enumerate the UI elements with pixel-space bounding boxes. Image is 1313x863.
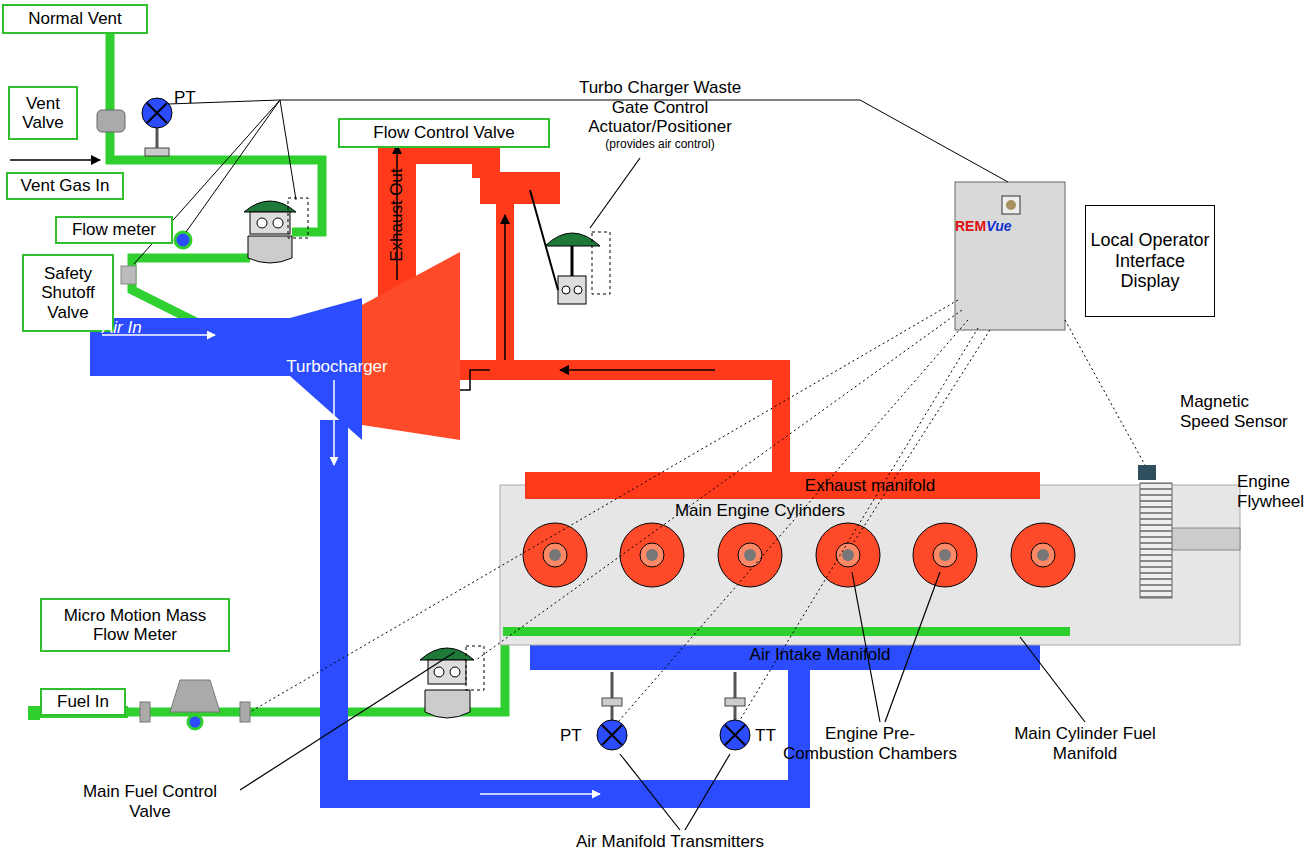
node-text: Flow meter (72, 220, 156, 239)
label-box: Normal Vent (2, 4, 148, 34)
node-text: Vent Valve (14, 94, 72, 132)
node-text: Air In (102, 318, 142, 338)
node-text: Micro Motion Mass Flow Meter (46, 606, 224, 644)
node-text: Normal Vent (28, 9, 122, 28)
callout-label: Turbo Charger Waste Gate Control Actuato… (560, 78, 760, 137)
callout-label: Magnetic Speed Sensor (1180, 392, 1290, 431)
node-text: REM (955, 218, 986, 234)
callout-label: Air Manifold Transmitters (470, 832, 870, 852)
display-box: Local Operator Interface Display (1085, 205, 1215, 317)
intake-manifold: Air Intake Manifold (700, 640, 940, 670)
node-text: Vue (986, 218, 1011, 234)
callout-label: Main Cylinder Fuel Manifold (1000, 724, 1170, 763)
callout-label: PT (560, 726, 596, 746)
node-text: Fuel In (57, 692, 109, 711)
exhaust-out-pipe: Exhaust Out (378, 150, 416, 280)
node-text: Air Intake Manifold (750, 645, 891, 665)
callout-label: PT (174, 88, 214, 108)
callout-label: (provides air control) (560, 138, 760, 152)
turbocharger: Turbocharger (272, 354, 402, 380)
node-text: Vent Gas In (21, 176, 110, 195)
label-box: Flow Control Valve (338, 118, 550, 148)
node-text: Exhaust manifold (805, 476, 935, 496)
callout-label: Main Fuel Control Valve (60, 782, 240, 821)
label-box: Safety Shutoff Valve (22, 254, 114, 332)
node-text: Exhaust Out (387, 168, 407, 262)
callout-label: Engine Pre-Combustion Chambers (780, 724, 960, 763)
node-text: Turbocharger (286, 357, 387, 377)
callout-label: TT (755, 726, 791, 746)
exhaust-manifold: Exhaust manifold (790, 472, 950, 499)
label-box: Flow meter (55, 216, 173, 244)
controller-box: REMVue (955, 182, 1065, 330)
label-box: Vent Gas In (6, 172, 124, 200)
node-text: Local Operator Interface Display (1090, 230, 1210, 292)
label-box: Vent Valve (8, 86, 78, 140)
node-text: Main Engine Cylinders (675, 501, 845, 521)
air-inlet-pipe: Air In (90, 318, 210, 352)
node-text: Safety Shutoff Valve (28, 264, 108, 321)
callout-label: Engine Flywheel (1237, 472, 1309, 511)
engine-block: Main Engine Cylinders (560, 499, 960, 523)
label-box: Fuel In (40, 688, 126, 716)
node-text: Flow Control Valve (373, 123, 514, 142)
label-box: Micro Motion Mass Flow Meter (40, 598, 230, 652)
